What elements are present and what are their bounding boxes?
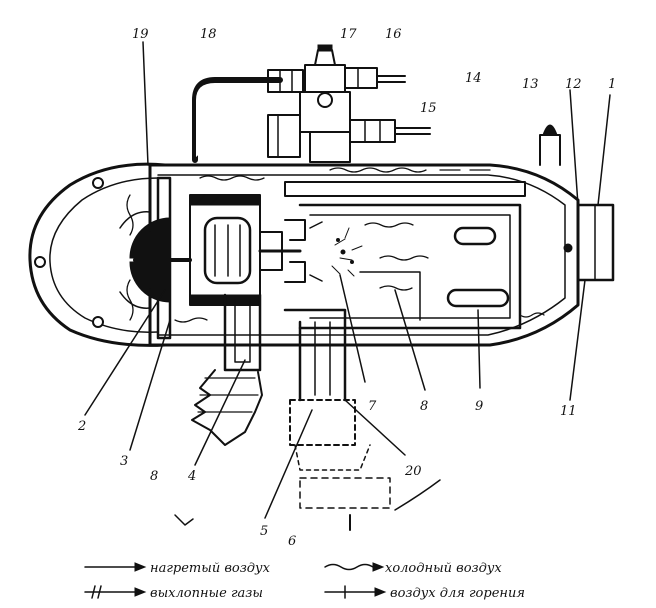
callout-4: 4 <box>187 469 196 484</box>
callout-numbers: 19 18 17 16 15 14 13 12 1 11 9 8 7 20 2 … <box>77 27 616 549</box>
overheat-sensor <box>539 124 561 166</box>
legend-heated-air-label: нагретый воздух <box>150 561 271 576</box>
legend-cold-air: холодный воздух <box>324 561 502 576</box>
fan-impeller <box>119 211 192 309</box>
exhaust-outlet <box>174 308 441 531</box>
callout-8b: 8 <box>420 399 428 414</box>
callout-17: 17 <box>340 27 357 42</box>
callout-3: 3 <box>120 454 128 469</box>
flame-spark-icon <box>331 227 363 277</box>
callout-20: 20 <box>404 464 422 479</box>
callout-14: 14 <box>465 71 482 86</box>
callout-2: 2 <box>77 419 86 434</box>
callout-5: 5 <box>260 524 268 539</box>
legend-combustion-air: воздух для горения <box>324 585 525 601</box>
airflow-lines <box>126 167 573 323</box>
callout-9: 9 <box>475 399 483 414</box>
legend-cold-air-label: холодный воздух <box>385 561 502 576</box>
burner-head <box>284 219 363 283</box>
callout-18: 18 <box>200 27 217 42</box>
legend-exhaust-gases: выхлопные газы <box>84 585 263 601</box>
callout-7: 7 <box>368 399 377 414</box>
callout-12: 12 <box>565 77 582 92</box>
callout-11: 11 <box>560 404 577 419</box>
legend: нагретый воздух холодный воздух выхлопны… <box>84 561 525 601</box>
callout-19: 19 <box>132 27 149 42</box>
combustion-chamber <box>284 181 526 330</box>
callout-8a: 8 <box>150 469 158 484</box>
combustion-air-intake <box>191 293 263 446</box>
legend-heated-air: нагретый воздух <box>84 561 271 576</box>
fuel-pump-assembly <box>192 44 431 163</box>
callout-1: 1 <box>608 77 616 92</box>
leader-lines <box>84 41 611 519</box>
legend-exhaust-gases-label: выхлопные газы <box>150 586 263 601</box>
heater-casing <box>148 163 615 347</box>
callout-15: 15 <box>420 101 437 116</box>
callout-16: 16 <box>385 27 402 42</box>
callout-6: 6 <box>288 534 296 549</box>
legend-combustion-air-label: воздух для горения <box>390 586 525 601</box>
callout-13: 13 <box>522 77 539 92</box>
electric-motor <box>189 194 302 306</box>
